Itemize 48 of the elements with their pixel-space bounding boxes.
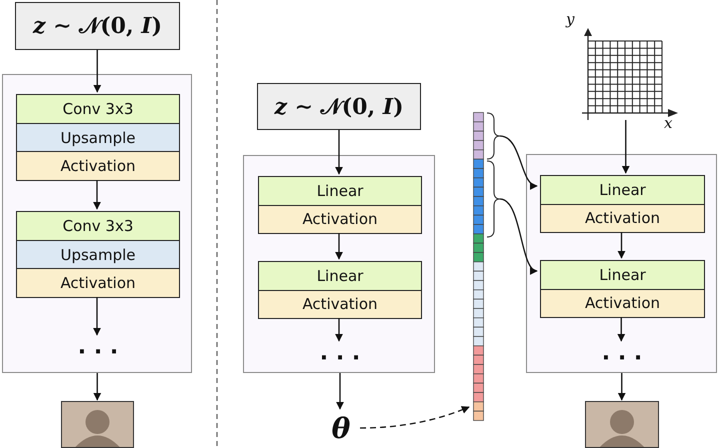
ellipsis: · · · (303, 343, 377, 373)
parameter-vector (473, 112, 484, 420)
layer-row: Activation (541, 288, 704, 317)
layer-row: Upsample (17, 240, 179, 268)
layer-row: Activation (541, 204, 704, 232)
network-panel (2, 74, 192, 373)
network-panel (243, 155, 435, 373)
arrow (335, 318, 343, 342)
arrow (500, 135, 538, 188)
axis-label: y (566, 12, 574, 27)
ellipsis: · · · (585, 343, 659, 373)
layer-block (540, 260, 705, 318)
arrow (93, 180, 101, 210)
layer-block (540, 175, 705, 233)
layer-row: Activation (17, 268, 179, 298)
layer-row: Linear (259, 262, 421, 290)
arrow (93, 373, 102, 401)
layer-row: Conv 3x3 (17, 212, 179, 240)
layer-row: Upsample (17, 122, 179, 152)
arrow (618, 232, 626, 259)
arrow (93, 297, 101, 336)
layer-block (258, 261, 422, 319)
formula-box: z ∼ 𝒩(0, I) (15, 2, 180, 50)
network-panel (526, 154, 717, 373)
layer-row: Linear (259, 177, 421, 204)
layer-row: Activation (259, 204, 421, 233)
arrow (335, 233, 343, 260)
ellipsis: · · · (61, 337, 135, 367)
arrow (500, 198, 538, 272)
arrow (336, 373, 344, 410)
layer-row: Activation (259, 290, 421, 318)
axis-label: x (664, 116, 672, 131)
coordinate-grid-drawing (582, 28, 678, 120)
layer-row: Activation (17, 151, 179, 180)
parameter-symbol: θ (322, 410, 360, 446)
arrow (622, 120, 630, 174)
arrow (93, 50, 102, 93)
arrow (335, 130, 343, 175)
arrow (618, 373, 626, 401)
arrow (617, 317, 626, 342)
layer-block (258, 176, 422, 234)
layer-block (16, 94, 180, 181)
arrow (360, 406, 470, 429)
formula-box: z ∼ 𝒩(0, I) (257, 83, 421, 130)
layer-row: Linear (541, 176, 704, 204)
layer-row: Conv 3x3 (17, 95, 179, 123)
layer-block (16, 211, 180, 298)
layer-row: Linear (541, 261, 704, 288)
